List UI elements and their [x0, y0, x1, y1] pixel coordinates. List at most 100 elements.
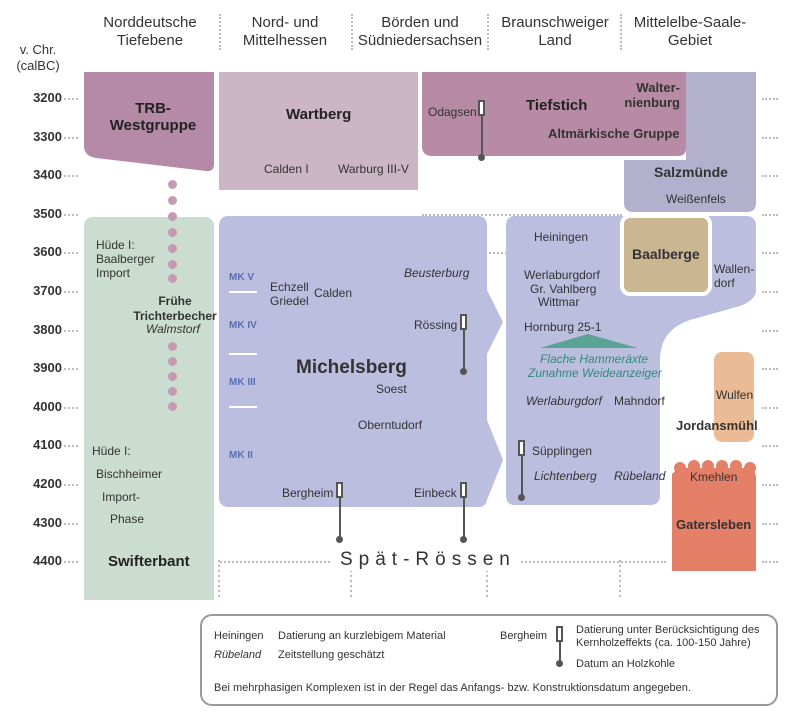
charcoal-dot-icon [478, 154, 485, 161]
culture-wartberg: Wartberg [286, 106, 352, 123]
sample-stick [339, 498, 341, 538]
legend-sample-marker [556, 626, 563, 642]
y-gridline-left [64, 484, 78, 486]
column-header-braunschweiger-land: Braunschweiger Land [501, 14, 609, 49]
sample-marker-einbeck [460, 482, 467, 498]
swifterbant-block [84, 217, 214, 600]
culture-trb-westgruppe: TRB-Westgruppe [109, 100, 197, 134]
column-header-boerden: Börden und Südniedersachsen [357, 14, 483, 49]
trb-dot [168, 244, 177, 253]
header-separator [620, 14, 622, 50]
site-roessing: Rössing [414, 318, 458, 332]
y-tick-label: 4200 [33, 476, 62, 491]
sample-stick [521, 456, 523, 496]
legend-bergheim-example: Bergheim [500, 630, 548, 642]
y-tick-label: 3300 [33, 128, 62, 144]
column-header-norddeutsche-tiefebene: Norddeutsche Tiefebene [103, 14, 197, 49]
charcoal-dot-icon [460, 368, 467, 375]
site-odagsen: Odagsen [428, 105, 477, 119]
y-gridline-left [64, 252, 78, 255]
michelsberg-block [219, 216, 487, 507]
trb-dot [168, 357, 177, 366]
phase-mk-iii: MK III [229, 377, 256, 388]
y-gridline-4400 [506, 561, 666, 564]
trb-westgruppe-block [84, 72, 214, 172]
y-tick-label: 3400 [33, 167, 62, 183]
y-gridline-left [64, 445, 78, 448]
site-heiningen: Heiningen [534, 230, 589, 244]
sample-marker-bergheim [336, 482, 343, 498]
site-beusterburg: Beusterburg [404, 266, 470, 280]
header-separator [351, 14, 353, 50]
y-gridline-left [64, 291, 78, 293]
sample-marker-odagsen [478, 100, 485, 116]
column-header-nord-mittelhessen: Nord- und Mittelhessen [242, 14, 328, 49]
y-tick-label: 4100 [33, 437, 62, 453]
legend-charcoal-desc: Datum an Holzkohle [576, 658, 676, 670]
baalberge-box [620, 214, 712, 296]
legend-ruebeland-desc: Zeitstellung geschätzt [278, 649, 385, 661]
transfer-arrow [487, 420, 503, 500]
tiefstich-block [422, 72, 686, 156]
legend-note: Bei mehrphasigen Komplexen ist in der Re… [214, 682, 691, 694]
legend-charcoal-dot-icon [556, 660, 563, 667]
y-gridline-right [762, 561, 778, 564]
site-warburg: Warburg III-V [338, 162, 409, 176]
site-calden: Calden [314, 286, 353, 300]
site-walmstorf: Walmstorf [146, 322, 200, 336]
legend-heiningen-example: Heiningen [214, 630, 264, 642]
y-gridline-left [64, 136, 78, 139]
y-gridline-right [762, 329, 778, 332]
sample-stick [481, 116, 483, 156]
y-tick-label: 3800 [33, 321, 62, 337]
site-huede-bischheim-2: Bischheimer [96, 467, 163, 481]
y-gridline-right [762, 522, 778, 525]
trb-dot [168, 196, 177, 205]
wartberg-block [219, 72, 418, 190]
phase-mk-v: MK V [229, 272, 254, 283]
header-separator [487, 14, 489, 50]
y-gridline-left [64, 98, 78, 100]
trb-dot [168, 212, 177, 221]
gatersleben-top-bumps [674, 460, 756, 474]
y-tick-label: 4400 [33, 553, 62, 569]
trb-dot [168, 228, 177, 237]
phase-mk-iv: MK IV [229, 320, 257, 331]
salzmuende-block [624, 72, 756, 212]
hammeraxe-triangle [540, 334, 638, 348]
legend-heiningen-desc: Datierung an kurzlebigem Material [278, 630, 446, 642]
site-werlaburgdorf-estimated: Werlaburgdorf [526, 394, 602, 408]
site-wittmar: Wittmar [538, 295, 580, 309]
y-tick-label: 4300 [33, 514, 62, 530]
site-lichtenberg: Lichtenberg [534, 469, 597, 483]
header-separator [219, 14, 221, 50]
culture-jordansmuehl: Jordansmühl [676, 418, 758, 433]
site-gr-vahlberg: Gr. Vahlberg [530, 282, 597, 296]
site-wallendorf: Wallen-dorf [714, 262, 755, 290]
y-tick-label: 3900 [33, 360, 62, 376]
culture-gatersleben: Gatersleben [676, 517, 752, 532]
culture-baalberge: Baalberge [632, 246, 700, 262]
column-header-mittelelbe-saale: Mittelelbe-Saale-Gebiet [633, 14, 747, 49]
phase-mk-ii: MK II [229, 450, 253, 461]
trb-dot [168, 260, 177, 269]
y-tick-label: 3700 [33, 283, 62, 298]
site-einbeck: Einbeck [414, 486, 457, 500]
sample-stick [463, 498, 465, 538]
phase-separator [229, 406, 257, 408]
phase-separator [229, 353, 257, 355]
y-gridline-right [762, 252, 778, 255]
culture-walternienburg: Walter-nienburg [624, 80, 680, 110]
y-gridline-left [64, 213, 78, 216]
trb-dot [168, 402, 177, 411]
y-gridline-right [762, 213, 778, 216]
y-axis-unit: v. Chr. (calBC) [16, 42, 60, 73]
y-gridline-right [762, 484, 778, 486]
y-gridline-left [64, 561, 78, 564]
site-ruebeland: Rübeland [614, 469, 666, 483]
site-huede-bischheim-1: Hüde I: [92, 444, 131, 458]
y-gridline-right [762, 98, 778, 100]
label-zunahme-weideanzeiger: Zunahme Weideanzeiger [528, 366, 662, 380]
site-calden-1: Calden I [264, 162, 309, 176]
